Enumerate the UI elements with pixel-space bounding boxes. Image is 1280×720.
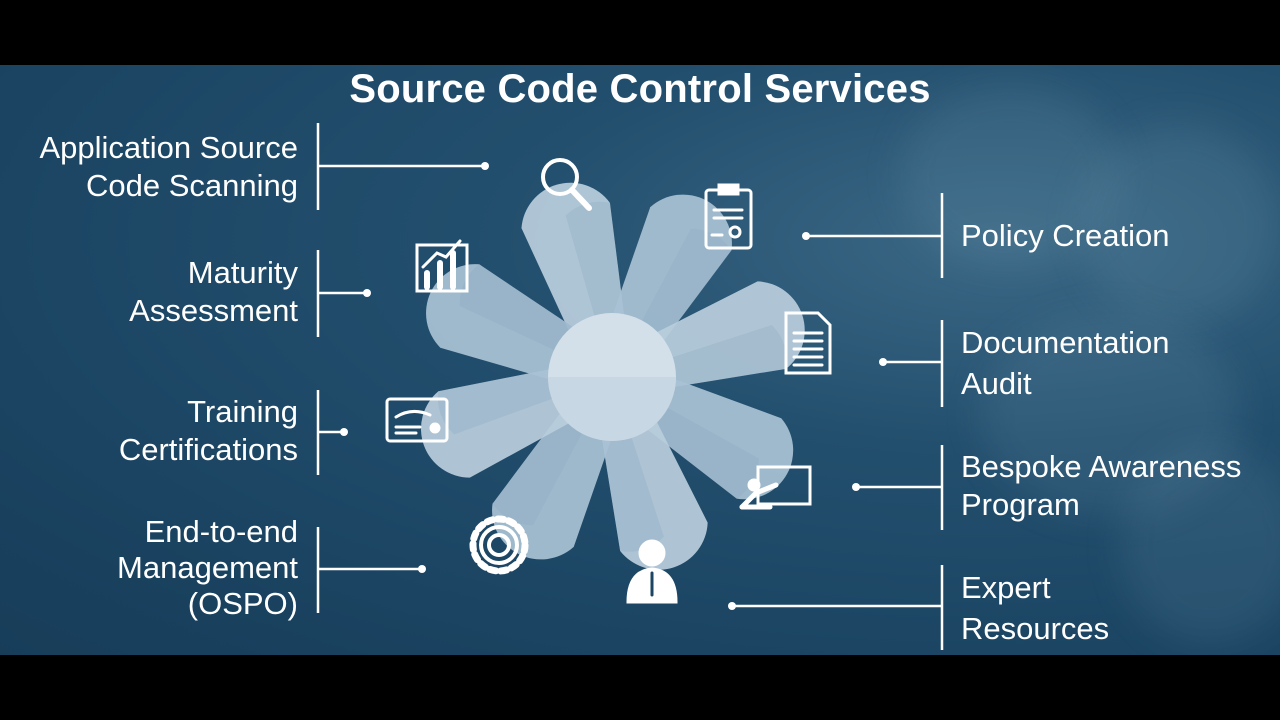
service-label-expert-resources: Expert Resources [961,570,1110,646]
service-label-end-to-end-management: End-to-end Management (OSPO) [117,514,298,621]
document-icon [784,311,832,375]
service-label-source-code-scanning: Application Source Code Scanning [39,130,299,203]
service-label-documentation-audit: Documentation Audit [961,325,1170,401]
service-label-bespoke-awareness: Bespoke Awareness Program [961,449,1242,522]
presentation-icon [739,465,812,510]
gear-icon [469,515,529,575]
service-label-policy-creation: Policy Creation [961,218,1170,253]
certificate-icon [385,397,449,443]
slide-title: Source Code Control Services [349,67,931,111]
magnifier-icon [541,158,592,211]
service-flower-diagram [316,123,944,650]
connector-lines [316,123,944,650]
clipboard-award-icon [704,183,753,250]
service-label-training-certifications: Training Certifications [118,394,298,467]
service-label-maturity-assessment: Maturity Assessment [129,255,298,328]
slide: Source Code Control Services [0,65,1280,655]
bar-chart-icon [415,239,469,293]
businessman-icon [626,539,678,604]
